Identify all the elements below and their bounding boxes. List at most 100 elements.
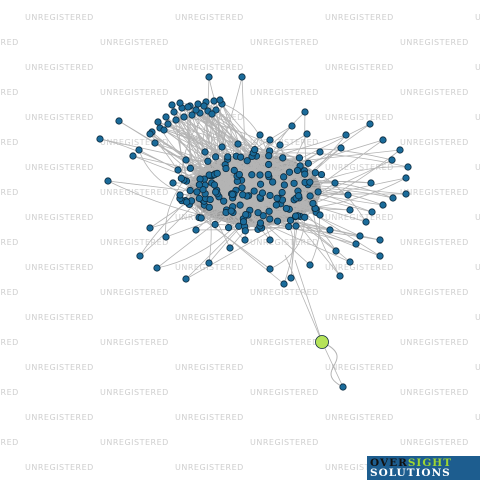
graph-node[interactable] [96, 135, 104, 143]
graph-node[interactable] [235, 170, 243, 179]
graph-node[interactable] [234, 140, 242, 148]
graph-node[interactable] [336, 272, 344, 280]
graph-node[interactable] [182, 156, 190, 164]
graph-node[interactable] [404, 163, 412, 171]
graph-node[interactable] [316, 211, 324, 219]
graph-node[interactable] [218, 143, 226, 151]
graph-node[interactable] [258, 189, 267, 197]
graph-node[interactable] [259, 212, 267, 220]
graph-node[interactable] [402, 190, 410, 198]
graph-node[interactable] [210, 181, 219, 189]
graph-node[interactable] [265, 152, 273, 160]
graph-node[interactable] [264, 170, 272, 179]
graph-node[interactable] [301, 108, 309, 116]
graph-node[interactable] [280, 280, 288, 288]
graph-node[interactable] [195, 181, 203, 189]
graph-node[interactable] [197, 214, 205, 222]
graph-node[interactable] [151, 139, 159, 147]
graph-node[interactable] [115, 117, 123, 125]
graph-node[interactable] [309, 199, 317, 208]
graph-node[interactable] [250, 187, 258, 195]
highlighted-graph-node[interactable] [315, 335, 329, 349]
graph-node[interactable] [146, 130, 154, 138]
graph-node[interactable] [199, 186, 207, 194]
graph-node[interactable] [193, 188, 201, 196]
graph-node[interactable] [346, 258, 354, 266]
graph-node[interactable] [389, 194, 397, 202]
graph-node[interactable] [196, 175, 204, 183]
graph-node[interactable] [266, 191, 274, 200]
graph-node[interactable] [186, 186, 194, 195]
graph-node[interactable] [182, 275, 190, 283]
graph-node[interactable] [311, 169, 319, 177]
graph-node[interactable] [251, 146, 259, 154]
graph-node[interactable] [135, 146, 143, 154]
graph-node[interactable] [222, 164, 230, 173]
graph-node[interactable] [184, 103, 192, 111]
graph-node[interactable] [379, 201, 387, 209]
graph-node[interactable] [288, 122, 296, 130]
graph-node[interactable] [287, 274, 295, 282]
graph-node[interactable] [256, 180, 265, 188]
graph-node[interactable] [376, 236, 384, 244]
graph-node[interactable] [206, 195, 214, 204]
graph-node[interactable] [225, 224, 233, 232]
graph-node[interactable] [194, 100, 202, 108]
graph-node[interactable] [254, 209, 262, 217]
graph-node[interactable] [227, 207, 235, 215]
graph-node[interactable] [164, 120, 172, 128]
graph-node[interactable] [314, 188, 322, 196]
graph-node[interactable] [186, 164, 194, 172]
graph-node[interactable] [337, 144, 345, 152]
graph-node[interactable] [379, 136, 387, 144]
graph-node[interactable] [216, 96, 224, 104]
graph-node[interactable] [295, 154, 304, 162]
graph-node[interactable] [366, 120, 374, 128]
graph-node[interactable] [276, 141, 284, 149]
graph-node[interactable] [192, 226, 200, 234]
graph-node[interactable] [242, 211, 250, 219]
graph-node[interactable] [396, 146, 404, 154]
graph-node[interactable] [205, 259, 213, 267]
graph-node[interactable] [239, 218, 248, 226]
graph-node[interactable] [256, 171, 264, 179]
graph-node[interactable] [243, 157, 251, 165]
graph-node[interactable] [273, 194, 281, 202]
graph-node[interactable] [273, 217, 282, 225]
graph-node[interactable] [230, 166, 238, 174]
graph-node[interactable] [342, 131, 350, 139]
graph-node[interactable] [169, 179, 177, 187]
graph-node[interactable] [376, 252, 384, 260]
graph-node[interactable] [362, 218, 370, 226]
graph-node[interactable] [226, 244, 234, 252]
graph-node[interactable] [236, 201, 244, 209]
graph-node[interactable] [136, 252, 144, 260]
graph-node[interactable] [367, 179, 375, 187]
graph-node[interactable] [201, 148, 209, 156]
graph-node[interactable] [104, 177, 112, 185]
graph-node[interactable] [192, 106, 200, 114]
graph-node[interactable] [272, 201, 280, 209]
graph-node[interactable] [211, 220, 219, 229]
graph-node[interactable] [256, 131, 264, 139]
graph-node[interactable] [339, 383, 347, 391]
graph-node[interactable] [205, 203, 213, 211]
graph-node[interactable] [237, 153, 245, 161]
graph-node[interactable] [238, 73, 246, 81]
graph-node[interactable] [293, 166, 302, 175]
graph-node[interactable] [265, 160, 273, 169]
graph-node[interactable] [286, 216, 295, 224]
graph-node[interactable] [241, 227, 249, 235]
graph-node[interactable] [248, 171, 256, 179]
graph-node[interactable] [316, 148, 324, 156]
graph-node[interactable] [402, 174, 410, 182]
graph-node[interactable] [170, 108, 178, 116]
graph-node[interactable] [285, 168, 294, 176]
graph-node[interactable] [346, 206, 354, 214]
graph-node[interactable] [241, 236, 249, 244]
graph-node[interactable] [220, 197, 228, 205]
graph-node[interactable] [280, 173, 288, 181]
graph-node[interactable] [162, 113, 170, 121]
graph-node[interactable] [331, 179, 339, 187]
graph-node[interactable] [344, 191, 352, 199]
